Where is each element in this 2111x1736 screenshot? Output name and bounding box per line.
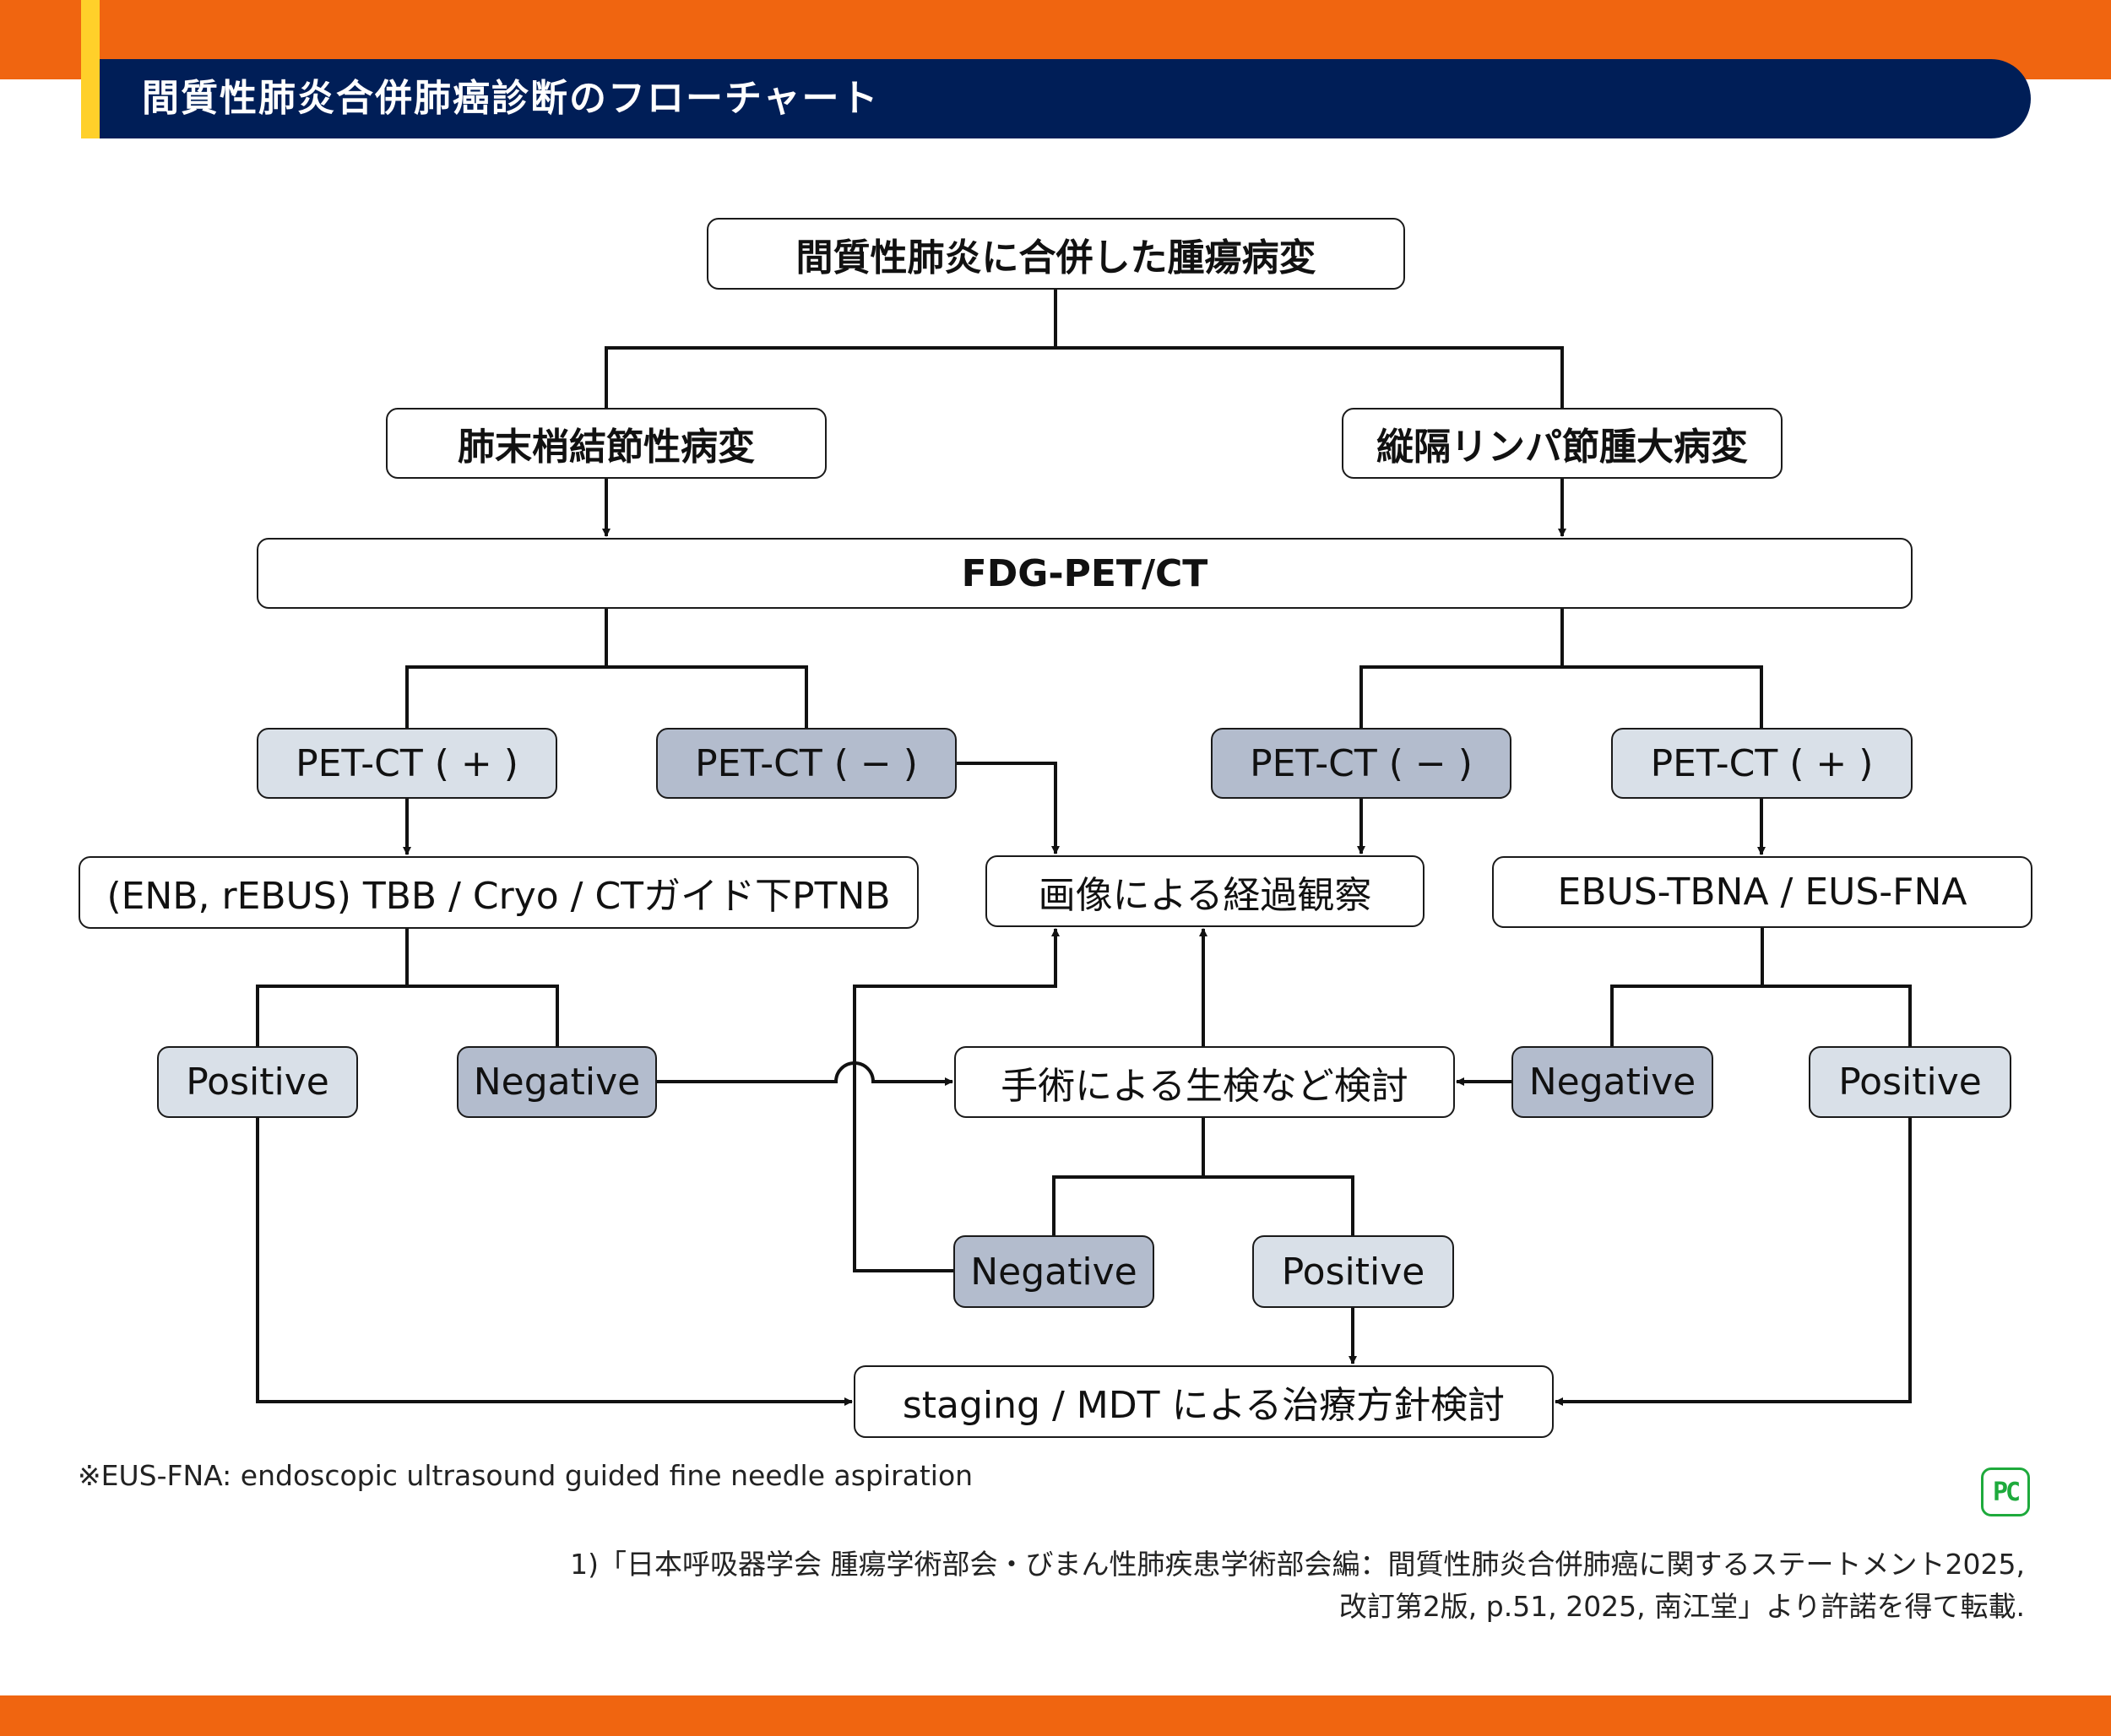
node-pet-negative-left: PET-CT ( − ) (656, 728, 957, 799)
title-accent-stripe (81, 0, 100, 138)
pc-logo-icon: PC (1981, 1467, 2030, 1516)
node-negative-right: Negative (1511, 1046, 1713, 1118)
reference-citation: 1)「日本呼吸器学会 腫瘍学術部会・びまん性肺疾患学術部会編：間質性肺炎合併肺癌… (570, 1543, 2025, 1628)
node-pet-positive-left: PET-CT ( + ) (257, 728, 557, 799)
node-positive-mid: Positive (1252, 1235, 1454, 1308)
node-peripheral-lesion: 肺末梢結節性病変 (386, 408, 827, 479)
connector-surgery-split (1052, 1118, 1205, 1235)
connector-ebus-split (1610, 928, 1764, 1046)
node-negative-mid: Negative (953, 1235, 1154, 1308)
arrow-negative-left-to-surgery (657, 1061, 953, 1086)
node-surgical-biopsy: 手術による生検など検討 (954, 1046, 1455, 1118)
node-negative-left: Negative (457, 1046, 657, 1118)
arrow-positive-left-to-staging (256, 1118, 853, 1406)
connector-root-left (605, 346, 1056, 408)
connector-ebus-split2 (1762, 985, 1912, 1046)
reference-line-1: 1)「日本呼吸器学会 腫瘍学術部会・びまん性肺疾患学術部会編：間質性肺炎合併肺癌… (570, 1548, 2025, 1581)
node-root: 間質性肺炎に合併した腫瘍病変 (707, 218, 1405, 290)
node-positive-right: Positive (1809, 1046, 2011, 1118)
node-imaging-observation: 画像による経過観察 (985, 855, 1425, 927)
connector-surgery-split2 (1203, 1175, 1354, 1235)
footnote: ※EUS-FNA: endoscopic ultrasound guided f… (78, 1459, 974, 1492)
title-bar (81, 59, 2031, 138)
arrow-negative-mid-to-observation (853, 928, 1060, 1272)
node-positive-left: Positive (157, 1046, 358, 1118)
node-staging-mdt: staging / MDT による治療方針検討 (854, 1365, 1554, 1438)
reference-line-2: 改訂第2版, p.51, 2025, 南江堂」より許諾を得て転載. (1338, 1590, 2025, 1623)
connector-tbb-split2 (407, 985, 559, 1046)
node-pet-negative-right: PET-CT ( − ) (1211, 728, 1511, 799)
node-ebus-tbna: EBUS-TBNA / EUS-FNA (1492, 856, 2032, 928)
arrow-petneg-left-to-observation (957, 762, 1060, 854)
connector-root-right (1056, 346, 1564, 408)
node-mediastinal-lesion: 縦隔リンパ節腫大病変 (1342, 408, 1783, 479)
node-pet-positive-right: PET-CT ( + ) (1611, 728, 1913, 799)
logo-text: PC (1992, 1477, 2021, 1507)
page-title: 間質性肺炎合併肺癌診断のフローチャート (142, 77, 880, 120)
arrow-positive-right-to-staging (1555, 1118, 1912, 1406)
node-fdg-pet-ct: FDG-PET/CT (257, 538, 1913, 609)
connector-fdg-right2 (1562, 665, 1763, 728)
connector-fdg-left (405, 609, 608, 728)
connector-fdg-right (1359, 609, 1564, 728)
bottom-orange-band (0, 1695, 2111, 1736)
node-tbb-cryo-ptnb: (ENB, rEBUS) TBB / Cryo / CTガイド下PTNB (79, 856, 919, 929)
connector-tbb-split (256, 929, 409, 1046)
connector-fdg-left2 (606, 665, 808, 728)
